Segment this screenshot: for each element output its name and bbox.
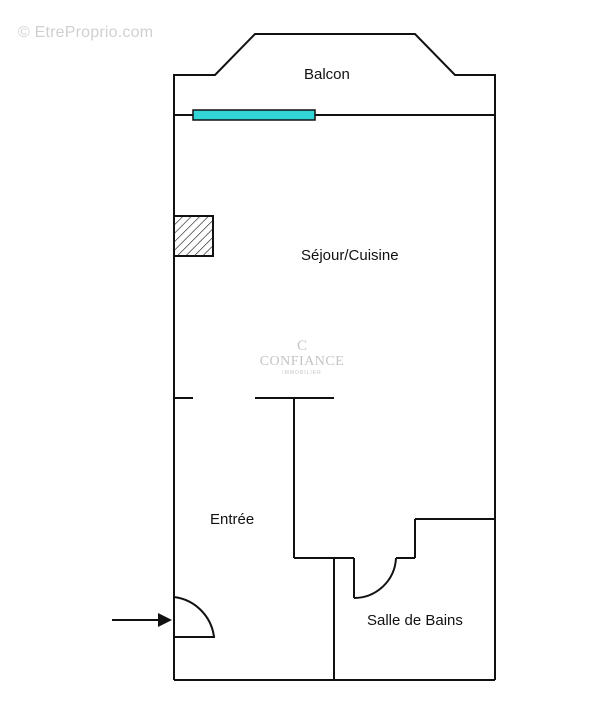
agency-name: CONFIANCE <box>259 354 345 369</box>
entry-arrow-head <box>158 613 172 627</box>
window <box>192 109 316 121</box>
chimney-duct <box>173 215 214 257</box>
room-label-sejour-cuisine: Séjour/Cuisine <box>301 247 399 264</box>
agency-logo: C <box>296 338 307 354</box>
site-watermark: © EtreProprio.com <box>18 24 154 41</box>
room-label-entree: Entrée <box>210 511 255 528</box>
agency-subtitle: IMMOBILIER <box>282 370 322 376</box>
entrance-door-swing <box>173 596 216 638</box>
agency-watermark: C CONFIANCE IMMOBILIER <box>252 338 352 376</box>
room-label-salle-de-bains: Salle de Bains <box>367 612 463 629</box>
bathroom-door-swing <box>353 557 397 600</box>
room-label-balcon: Balcon <box>304 66 350 83</box>
balcony-outline <box>173 33 496 115</box>
